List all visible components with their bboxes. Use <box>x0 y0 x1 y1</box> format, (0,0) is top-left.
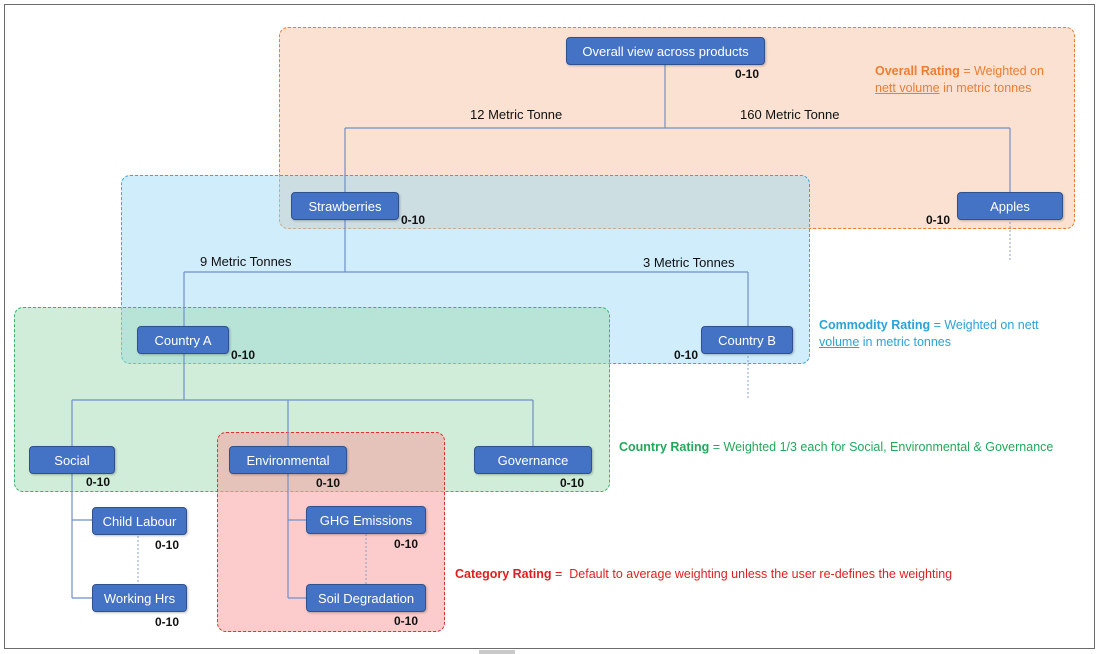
edge-label-strawberries-volume: 12 Metric Tonne <box>470 107 563 122</box>
range-overall-view: 0-10 <box>735 67 760 81</box>
range-soil-degradation: 0-10 <box>394 614 419 628</box>
range-ghg-emissions: 0-10 <box>394 537 419 551</box>
node-soil-degradation[interactable]: Soil Degradation <box>306 584 426 612</box>
note-commodity-pre: = Weighted on nett <box>930 318 1039 332</box>
note-country-text: = Weighted 1/3 each for Social, Environm… <box>709 440 1054 454</box>
note-commodity-post: in metric tonnes <box>859 335 952 349</box>
range-apples: 0-10 <box>926 213 951 227</box>
note-overall-pre: = Weighted on <box>959 64 1044 78</box>
note-commodity-title: Commodity Rating <box>819 318 931 332</box>
edge-label-apples-volume: 160 Metric Tonne <box>740 107 840 122</box>
note-overall-post: in metric tonnes <box>939 81 1032 95</box>
node-overall-view[interactable]: Overall view across products <box>566 37 765 65</box>
range-governance: 0-10 <box>560 476 585 490</box>
range-working-hrs: 0-10 <box>155 615 180 629</box>
note-category-rating: Category Rating = Default to average wei… <box>455 566 1015 583</box>
range-country-b: 0-10 <box>674 348 699 362</box>
range-child-labour: 0-10 <box>155 538 180 552</box>
range-strawberries: 0-10 <box>401 213 426 227</box>
note-overall-title: Overall Rating <box>875 64 960 78</box>
node-strawberries[interactable]: Strawberries <box>291 192 399 220</box>
note-commodity-rating: Commodity Rating = Weighted on nett volu… <box>819 317 1069 351</box>
note-country-rating: Country Rating = Weighted 1/3 each for S… <box>619 439 1089 456</box>
node-working-hrs[interactable]: Working Hrs <box>92 584 187 612</box>
note-commodity-underline: volume <box>819 335 860 349</box>
node-apples[interactable]: Apples <box>957 192 1063 220</box>
node-governance[interactable]: Governance <box>474 446 592 474</box>
range-country-a: 0-10 <box>231 348 256 362</box>
range-social: 0-10 <box>86 475 111 489</box>
node-country-b[interactable]: Country B <box>701 326 793 354</box>
note-country-title: Country Rating <box>619 440 710 454</box>
node-environmental[interactable]: Environmental <box>229 446 347 474</box>
edge-label-country-a-volume: 9 Metric Tonnes <box>200 254 292 269</box>
node-child-labour[interactable]: Child Labour <box>92 507 187 535</box>
scroll-tab <box>479 650 515 654</box>
note-category-title: Category Rating <box>455 567 552 581</box>
node-ghg-emissions[interactable]: GHG Emissions <box>306 506 426 534</box>
range-environmental: 0-10 <box>316 476 341 490</box>
edge-label-country-b-volume: 3 Metric Tonnes <box>643 255 735 270</box>
node-country-a[interactable]: Country A <box>137 326 229 354</box>
note-overall-rating: Overall Rating = Weighted on nett volume… <box>875 63 1065 97</box>
node-social[interactable]: Social <box>29 446 115 474</box>
note-overall-underline: nett volume <box>875 81 940 95</box>
note-category-text: = Default to average weighting unless th… <box>551 567 953 581</box>
